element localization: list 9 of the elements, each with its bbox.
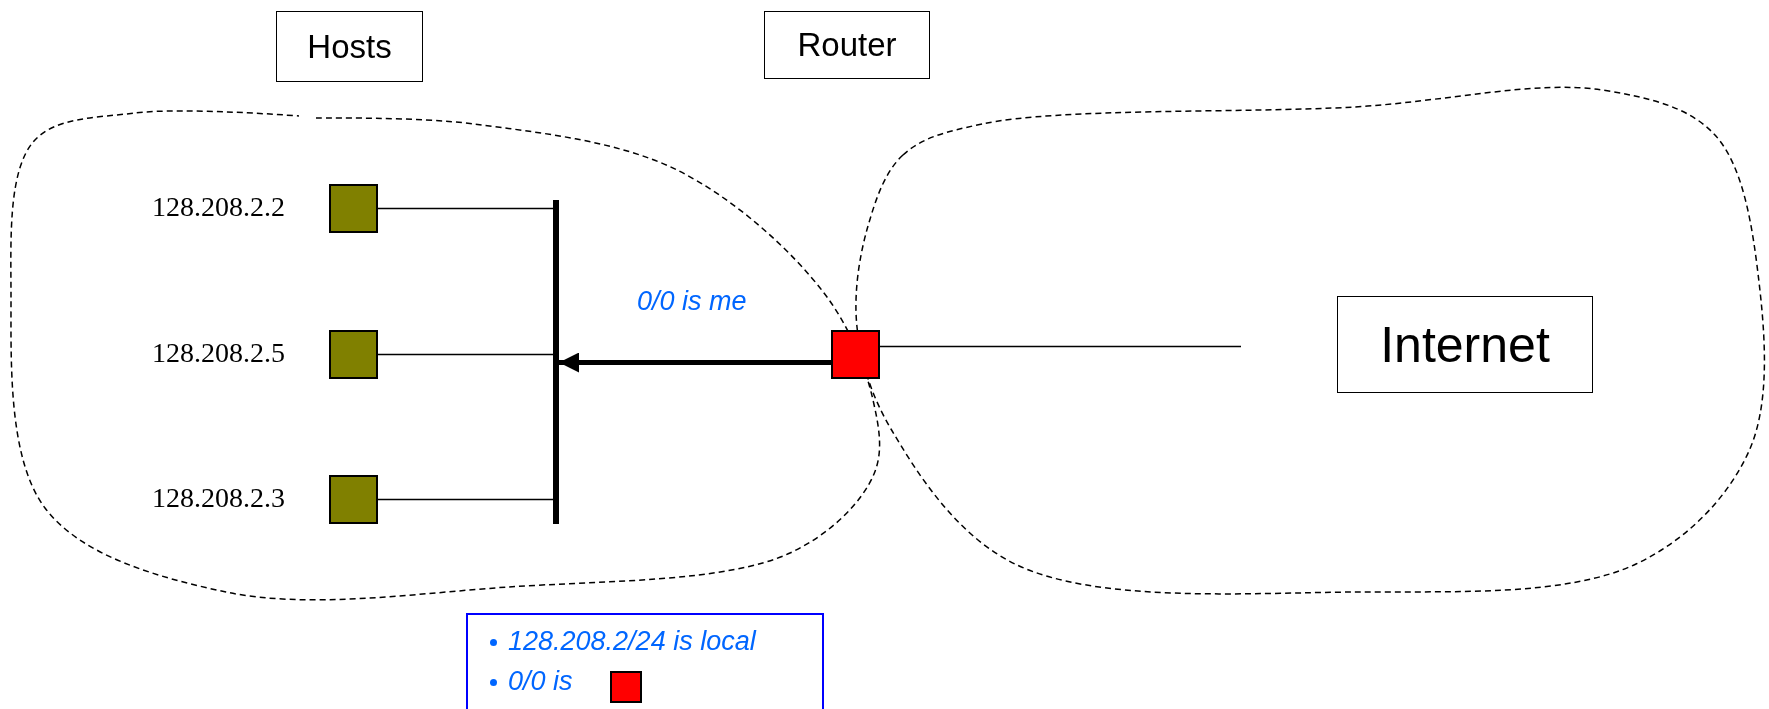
connector-line — [879, 345, 1242, 348]
router-box — [610, 671, 642, 703]
label-box: Hosts — [276, 11, 423, 82]
network-boundary — [852, 85, 1764, 597]
note-text: 0/0 is — [508, 665, 573, 697]
label-box: Router — [764, 11, 930, 79]
note-box — [466, 613, 824, 709]
label-box: Internet — [1337, 296, 1593, 393]
note-text: 128.208.2/24 is local — [508, 625, 756, 657]
